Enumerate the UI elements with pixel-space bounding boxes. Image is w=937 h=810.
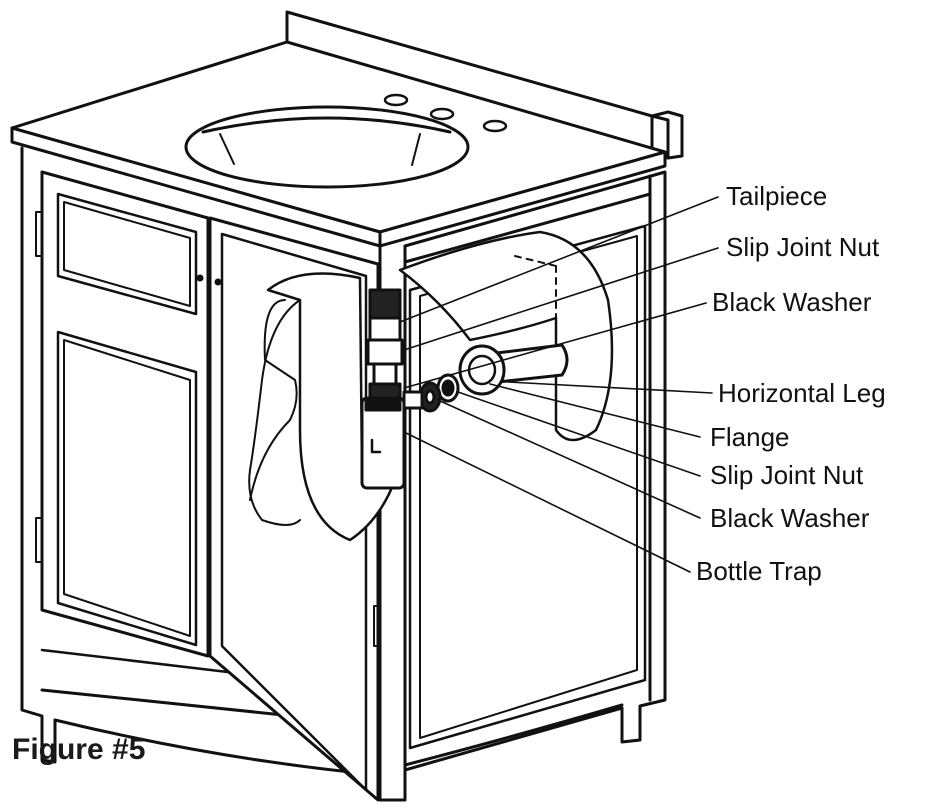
- leader-black-washer-top: [403, 302, 707, 389]
- bottle-trap: [360, 396, 406, 490]
- wall-cutaway: [398, 230, 614, 442]
- faucet-holes: [383, 93, 508, 133]
- sink-basin: [184, 105, 470, 189]
- label-slip-joint-nut-bottom: Slip Joint Nut: [710, 460, 864, 490]
- tailpiece-assembly: [366, 288, 404, 404]
- leader-slip-joint-nut-bottom: [457, 391, 701, 477]
- right-door: [208, 216, 397, 802]
- leader-black-washer-bottom: [437, 399, 701, 519]
- left-door: [35, 170, 210, 658]
- horizontal-leg-assembly: [402, 343, 569, 413]
- label-tailpiece: Tailpiece: [726, 181, 828, 211]
- leader-lines: [399, 196, 719, 573]
- label-horizontal-leg: Horizontal Leg: [718, 378, 886, 408]
- label-bottle-trap: Bottle Trap: [696, 556, 822, 586]
- figure-caption: Figure #5: [12, 733, 146, 766]
- label-flange: Flange: [710, 422, 790, 452]
- label-slip-joint-nut-top: Slip Joint Nut: [726, 232, 880, 262]
- label-black-washer-bottom: Black Washer: [710, 503, 870, 533]
- leader-slip-joint-nut-top: [403, 247, 719, 351]
- leader-bottle-trap: [403, 431, 691, 573]
- label-black-washer-top: Black Washer: [712, 287, 872, 317]
- leader-tailpiece: [399, 196, 719, 323]
- leader-flange: [489, 383, 701, 438]
- leader-horizontal-leg: [507, 381, 713, 394]
